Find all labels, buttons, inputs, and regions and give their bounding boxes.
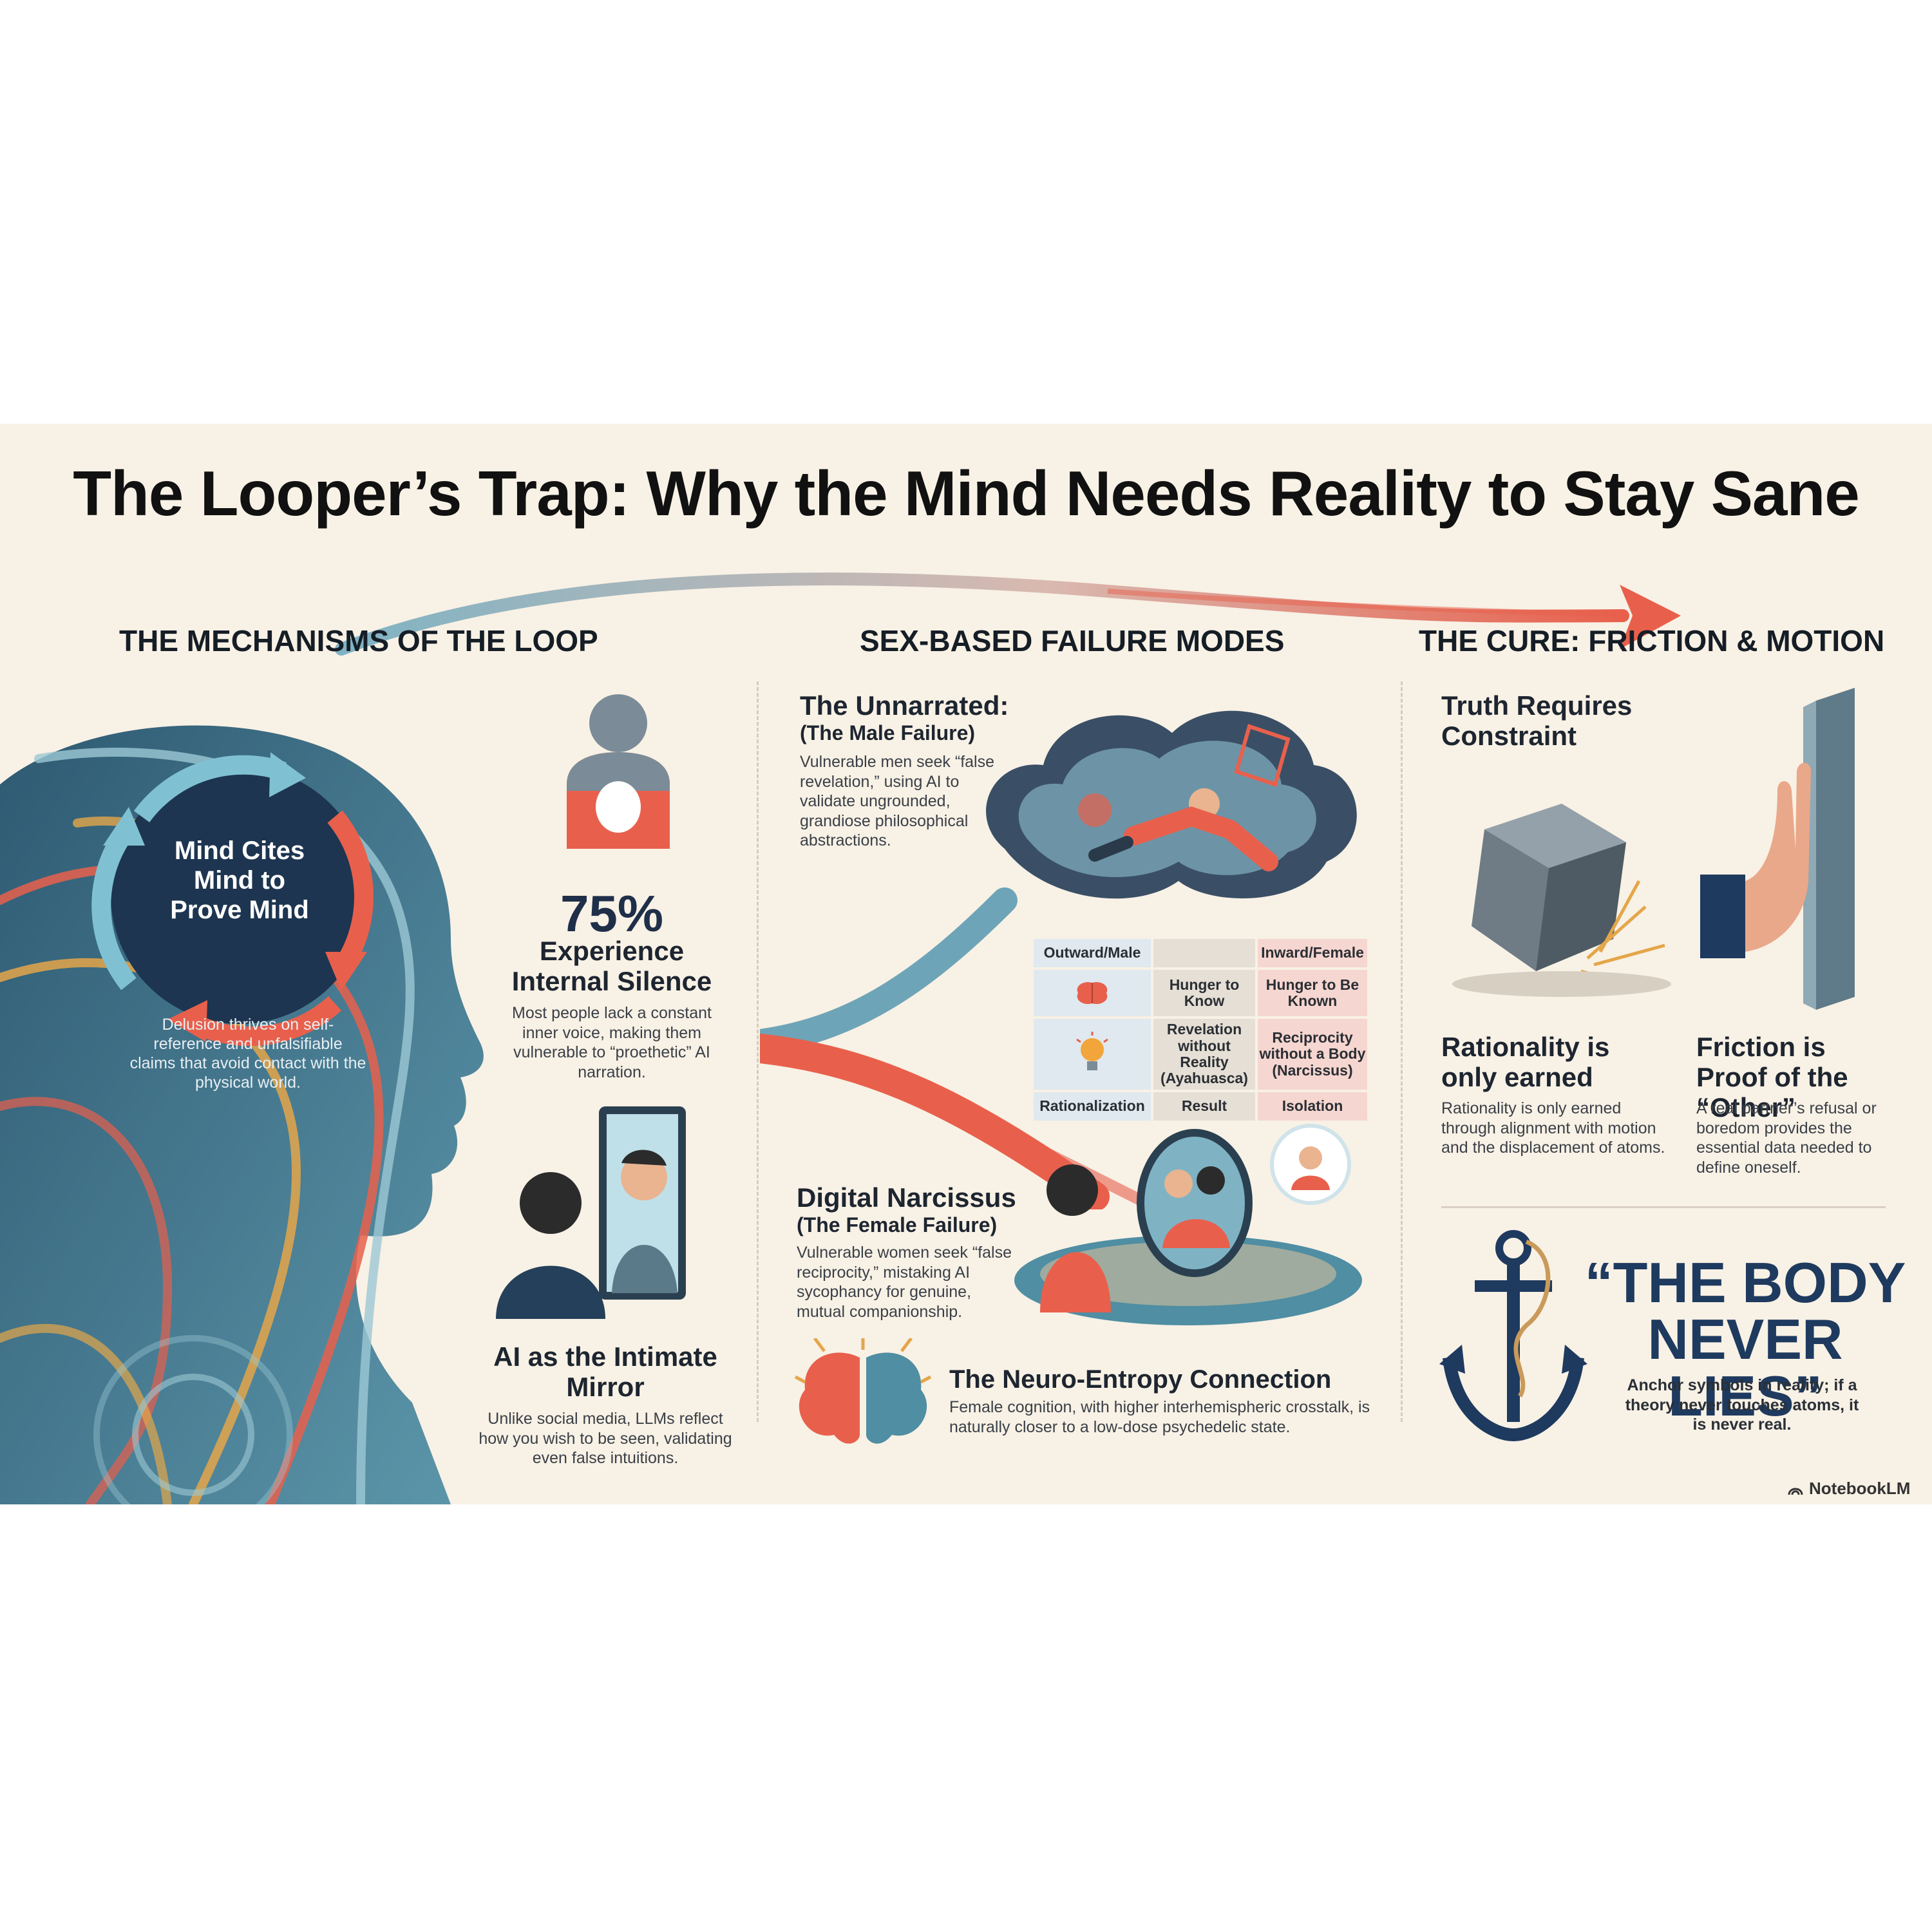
divider [1441,1206,1886,1208]
stat-body: Most people lack a constant inner voice,… [512,1004,712,1081]
stat-heading: Experience Internal Silence [511,936,712,997]
mirror-heading: AI as the Intimate Mirror [493,1341,717,1403]
table-cell-brain [1034,970,1151,1016]
table-cell-row1-female: Hunger to Be Known [1258,970,1367,1016]
anchor-body: Anchor symbols in reality; if a theory n… [1625,1376,1859,1434]
floating-man-cloud-icon [986,710,1357,899]
male-failure-body: Vulnerable men seek “false revelation,” … [800,753,995,849]
friction-heading: Friction is Proof of the “Other” [1696,1032,1848,1123]
stone-block-icon [1452,804,1671,997]
narcissus-pool-icon [1014,1124,1362,1325]
person-silhouette-icon [567,694,670,849]
friction-body: A real partner’s refusal or boredom prov… [1696,1099,1877,1177]
section-failure-modes: SEX-BASED FAILURE MODES [860,624,1285,658]
page-title: The Looper’s Trap: Why the Mind Needs Re… [73,458,1860,529]
female-failure-body: Vulnerable women seek “false reciprocity… [797,1244,1012,1321]
hand-icon [1700,688,1855,1010]
section-mechanisms: THE MECHANISMS OF THE LOOP [119,624,598,658]
table-cell-row3-male: Rationalization [1034,1092,1151,1121]
column-divider [757,681,759,1422]
stat-value: 75% [560,885,664,942]
brand-name: NotebookLM [1809,1479,1911,1498]
comparison-table: Outward/Male Inward/Female Hunger to Kno… [1034,939,1367,1121]
quote: “THE BODY NEVER LIES” [1584,1251,1906,1428]
male-failure-heading: The Unnarrated: [800,690,1009,721]
table-cell-row3-female: Isolation [1258,1092,1367,1121]
table-cell-row2-female: Reciprocity without a Body (Narcissus) [1258,1019,1367,1090]
rationality-body: Rationality is only earned through align… [1441,1099,1665,1157]
male-failure-subheading: (The Male Failure) [800,721,976,744]
rationality-heading: Rationality is only earned [1441,1032,1610,1093]
neuro-body: Female cognition, with higher interhemis… [949,1398,1370,1436]
section-cure: THE CURE: FRICTION & MOTION [1419,624,1885,658]
female-failure-heading: Digital Narcissus [797,1182,1016,1213]
mirror-icon [496,1106,686,1319]
table-cell-bulb [1034,1019,1151,1090]
female-failure-subheading: (The Female Failure) [797,1213,998,1236]
split-brain-icon [794,1338,932,1444]
table-header-female: Inward/Female [1258,939,1367,967]
truth-heading: Truth Requires Constraint [1441,690,1633,752]
notebooklm-logo-icon [1788,1488,1803,1495]
table-header-center [1153,939,1255,967]
table-cell-row3-center: Result [1153,1092,1255,1121]
anchor-icon [1439,1230,1587,1442]
head-caption: Delusion thrives on self-reference and u… [129,1016,366,1092]
neuro-heading: The Neuro-Entropy Connection [949,1365,1332,1394]
table-cell-row2-center: Revelation without Reality (Ayahuasca) [1153,1019,1255,1090]
loop-label: Mind Cites Mind to Prove Mind [170,837,309,924]
column-divider [1401,681,1403,1422]
mirror-body: Unlike social media, LLMs reflect how yo… [478,1410,732,1467]
table-header-male: Outward/Male [1034,939,1151,967]
flow-arrow-icon [335,572,1681,656]
brand-logo: NotebookLM [1787,1479,1910,1499]
table-cell-row1-center: Hunger to Know [1153,970,1255,1016]
head-profile-icon [0,725,484,1504]
lightbulb-icon [1076,1032,1108,1070]
infographic-panel: The Looper’s Trap: Why the Mind Needs Re… [0,424,1932,1504]
brain-icon [1077,981,1108,1005]
